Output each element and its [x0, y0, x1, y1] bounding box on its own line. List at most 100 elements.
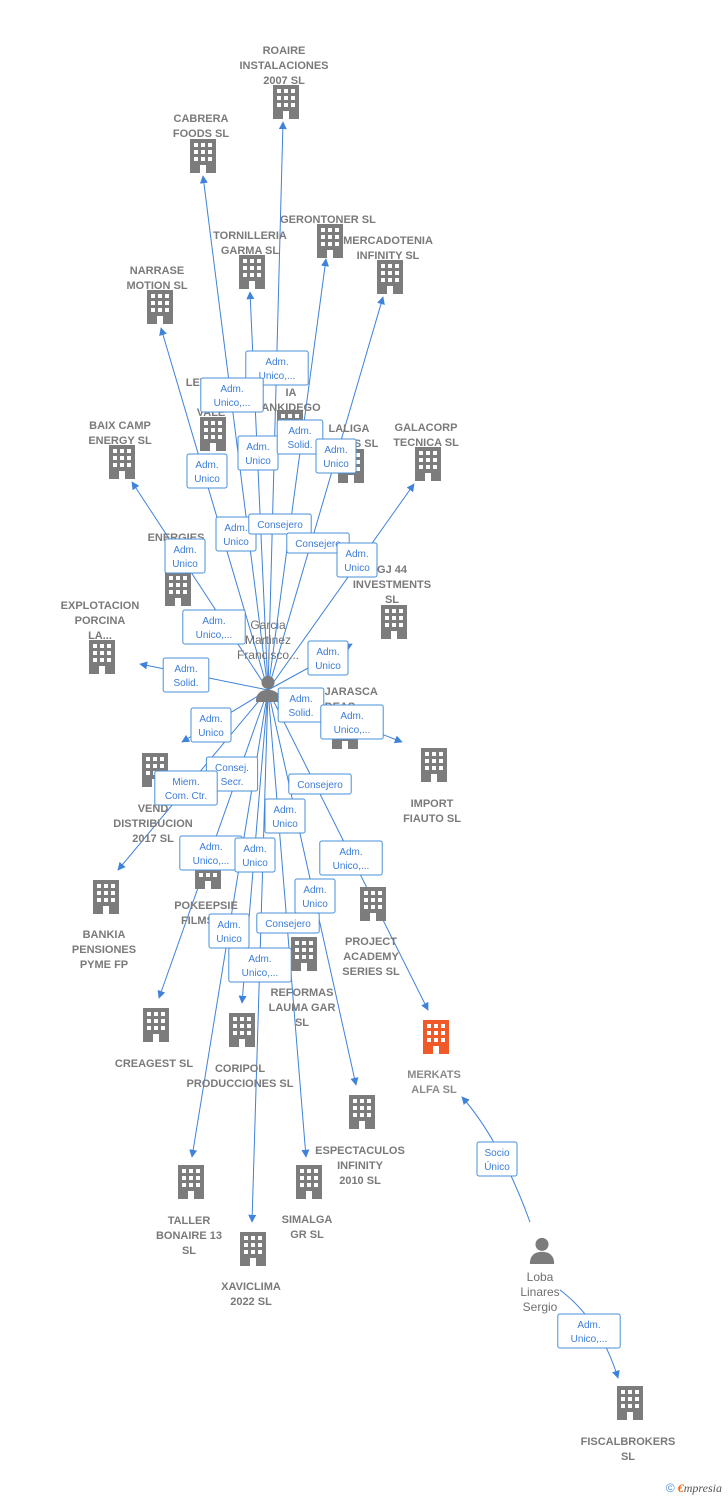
edge-role-text: Unico — [223, 537, 249, 548]
edge-role-label[interactable]: Miem.Com. Ctr. — [154, 770, 218, 806]
building-icon — [178, 1165, 204, 1199]
edge-role-label[interactable]: Adm.Unico — [315, 438, 357, 474]
edge-role-box — [248, 513, 312, 535]
person-label: Martinez — [245, 633, 291, 647]
company-label: SL — [385, 594, 399, 606]
edge-role-label[interactable]: Adm.Solid. — [277, 687, 325, 723]
company-node-roaire[interactable]: ROAIRE INSTALACIONES 2007 SL — [239, 45, 329, 119]
edge-role-text: Socio — [484, 1148, 509, 1159]
company-label: ANKIDEGO — [261, 402, 321, 414]
building-icon — [273, 85, 299, 119]
edge-role-label[interactable]: Adm.Unico — [190, 707, 232, 743]
company-label: SL — [295, 1017, 309, 1029]
edge-role-label[interactable]: Adm.Solid. — [162, 657, 210, 693]
company-label: SL — [182, 1245, 196, 1257]
building-icon — [617, 1386, 643, 1420]
edge-role-label[interactable]: Adm.Unico,... — [179, 835, 243, 871]
building-icon — [296, 1165, 322, 1199]
edge-role-text: Unico,... — [333, 861, 370, 872]
edge-role-label[interactable]: Adm. Unico — [164, 538, 206, 574]
edge-role-label[interactable]: Adm.Unico — [336, 542, 378, 578]
company-label: BAIX CAMP — [89, 420, 151, 432]
building-icon — [147, 290, 173, 324]
edge-role-text: Miem. — [172, 777, 199, 788]
edge-role-label[interactable]: Adm.Unico — [186, 453, 228, 489]
company-label: IA — [286, 387, 297, 399]
edge-role-text: Secr. — [221, 777, 244, 788]
edge-role-label[interactable]: Adm.Unico — [237, 435, 279, 471]
company-label: INSTALACIONES — [239, 60, 328, 72]
building-icon — [229, 1013, 255, 1047]
building-icon — [415, 447, 441, 481]
edge-role-text: Consejero — [265, 919, 311, 930]
edge-role-label[interactable]: Adm.Unico — [264, 798, 306, 834]
edge-role-text: Unico — [272, 819, 298, 830]
company-label: 2022 SL — [230, 1296, 272, 1308]
brand-logo: €mpresia — [677, 1481, 722, 1495]
edge-role-label[interactable]: Adm.Unico — [234, 837, 276, 873]
edge-role-text: Único — [484, 1160, 510, 1173]
edge-role-text: Adm. — [345, 549, 368, 560]
edge-role-text: Adm. — [324, 445, 347, 456]
company-node-gerontoner[interactable]: GERONTONER SL — [280, 214, 376, 258]
edge-role-text: Unico — [172, 559, 198, 570]
company-label: INFINITY SL — [357, 250, 420, 262]
edge-role-text: Unico — [242, 858, 268, 869]
edge-role-label[interactable]: Adm.Unico — [307, 640, 349, 676]
edge-role-label[interactable]: Consejero — [256, 912, 320, 934]
company-label: TORNILLERIA — [213, 230, 287, 242]
edge-role-label[interactable]: Adm.Solid. — [276, 419, 324, 455]
edge-role-label[interactable]: Adm.Unico,... — [182, 609, 246, 645]
edge-role-box — [182, 609, 246, 645]
company-label: GR SL — [290, 1229, 324, 1241]
edge-role-label[interactable]: Consejero — [288, 773, 352, 795]
edge-role-label[interactable]: Adm.Unico,... — [200, 377, 264, 413]
company-label: PYME FP — [80, 959, 128, 971]
copyright-symbol: © — [665, 1481, 675, 1495]
edge-role-text: Adm. — [173, 545, 196, 556]
company-node-explotacion[interactable]: EXPLOTACIONPORCINALA... — [61, 600, 140, 674]
person-node-garcia[interactable]: GarciaMartinezFrancisco... — [237, 618, 299, 702]
company-node-creagest[interactable]: CREAGEST SL — [115, 1008, 194, 1070]
company-label: TECNICA SL — [393, 437, 459, 449]
edge-role-label[interactable]: Adm.Unico,... — [557, 1313, 621, 1349]
edge-role-label[interactable]: Adm.Unico — [208, 913, 250, 949]
company-label: ROAIRE — [263, 45, 306, 57]
edge-role-label[interactable]: Adm.Unico,... — [245, 350, 309, 386]
edge-role-label[interactable]: Adm.Unico,... — [228, 947, 292, 983]
edge-role-label[interactable]: Consejero — [248, 513, 312, 535]
edge-role-text: Adm. — [246, 442, 269, 453]
edge-role-text: Solid. — [173, 678, 198, 689]
edge-role-box — [200, 377, 264, 413]
company-label: 2007 SL — [263, 75, 305, 87]
edge-role-label[interactable]: Adm.Unico — [294, 878, 336, 914]
edge-role-label[interactable]: Adm.Unico,... — [320, 704, 384, 740]
edge-role-label[interactable]: Adm.Unico,... — [319, 840, 383, 876]
person-label: Sergio — [523, 1300, 558, 1314]
edge-role-text: Adm. — [248, 954, 271, 965]
edge-role-box — [208, 913, 250, 949]
building-icon — [381, 605, 407, 639]
